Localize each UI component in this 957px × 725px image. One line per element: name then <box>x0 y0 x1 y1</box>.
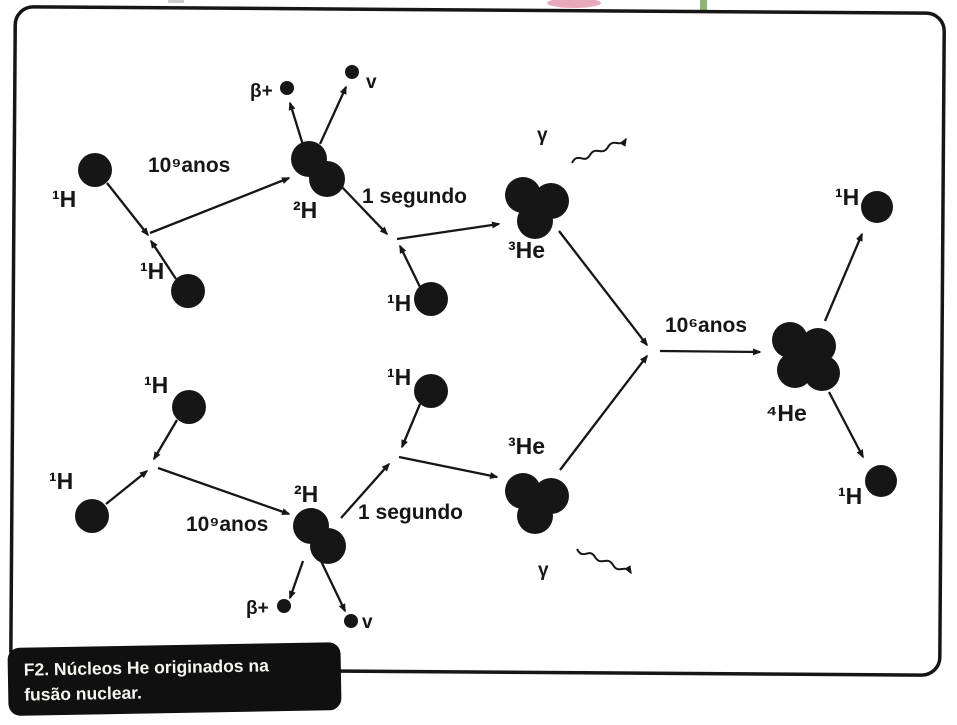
emission-arrow <box>823 232 864 322</box>
fusion-arrow <box>153 419 178 461</box>
chain-top: ¹H ¹H 10⁹anos ²H β+ v 1 segundo ¹H ³He γ <box>52 65 648 347</box>
label-h2: ²H <box>293 197 317 223</box>
proton-particle <box>865 465 897 497</box>
fusion-arrow <box>157 466 291 516</box>
scan-artifact-pink <box>547 0 601 8</box>
proton-particle <box>414 282 448 316</box>
label-he3: ³He <box>508 237 545 263</box>
proton-particle <box>861 191 893 223</box>
fusion-arrow <box>398 455 499 480</box>
label-h1: ¹H <box>144 372 168 398</box>
nucleon-circle <box>517 203 553 239</box>
fusion-arrow <box>400 403 422 449</box>
label-gamma: γ <box>537 125 548 146</box>
gamma-wavy-arrow <box>576 548 632 575</box>
figure-caption: F2. Núcleos He originados na fusão nucle… <box>7 642 342 716</box>
final-fusion: 10⁶anos ⁴He ¹H ¹H <box>659 184 897 509</box>
label-h1: ¹H <box>387 290 411 316</box>
fusion-arrow <box>398 244 422 288</box>
label-nu: v <box>362 612 373 633</box>
caption-box <box>7 642 342 716</box>
nucleon-circle <box>517 498 553 534</box>
nucleon-circle <box>777 352 813 388</box>
label-he4: ⁴He <box>766 400 807 426</box>
label-h1: ¹H <box>838 483 862 509</box>
emission-arrow <box>288 101 305 146</box>
label-he3: ³He <box>508 433 545 459</box>
proton-particle <box>78 153 112 187</box>
emission-arrow <box>827 391 865 459</box>
label-beta: β+ <box>250 81 273 102</box>
neutrino-particle <box>345 65 359 79</box>
fusion-arrow <box>340 462 390 519</box>
label-h1: ¹H <box>835 184 859 210</box>
emission-arrow <box>318 85 348 145</box>
fusion-arrow <box>106 182 149 237</box>
proton-particle <box>171 274 205 308</box>
fusion-arrow <box>149 176 291 235</box>
label-h1: ¹H <box>52 186 76 212</box>
fusion-arrow <box>559 354 648 471</box>
proton-particle <box>414 374 448 408</box>
label-time: 10⁹anos <box>186 513 268 536</box>
label-time: 10⁶anos <box>665 314 747 337</box>
positron-particle <box>277 599 291 613</box>
gamma-wavy-arrow <box>571 137 627 164</box>
emission-arrow <box>288 560 305 600</box>
fusion-arrow <box>105 470 149 505</box>
nucleon-circle <box>309 161 345 197</box>
proton-particle <box>75 499 109 533</box>
neutrino-particle <box>344 614 358 628</box>
nucleon-circle <box>310 528 346 564</box>
caption-line1: F2. Núcleos He originados na <box>24 655 270 679</box>
scan-artifact-green <box>700 0 707 10</box>
fusion-arrow <box>340 185 389 236</box>
scan-artifact-gray <box>168 0 184 3</box>
positron-particle <box>280 81 294 95</box>
nucleon-circle <box>772 322 808 358</box>
fusion-arrow <box>150 239 177 280</box>
label-beta: β+ <box>246 598 269 619</box>
figure-border <box>9 5 946 677</box>
nucleon-circle <box>800 328 836 364</box>
label-time: 10⁹anos <box>148 154 230 177</box>
label-time: 1 segundo <box>362 185 467 208</box>
label-gamma: γ <box>538 560 549 581</box>
caption-line2: fusão nuclear. <box>24 683 142 705</box>
label-h2: ²H <box>294 481 318 507</box>
emission-arrow <box>319 560 347 613</box>
label-h1: ¹H <box>140 258 164 284</box>
nucleon-circle <box>804 355 840 391</box>
fusion-arrow <box>659 348 762 356</box>
label-time: 1 segundo <box>358 501 463 524</box>
proton-particle <box>172 390 206 424</box>
label-h1: ¹H <box>387 364 411 390</box>
label-nu: v <box>366 72 377 93</box>
fusion-arrow <box>396 221 501 241</box>
label-h1: ¹H <box>49 468 73 494</box>
fusion-arrow <box>558 230 648 347</box>
chain-bottom: ¹H ¹H 10⁹anos ²H β+ v 1 segundo ¹H ³He γ <box>49 354 648 633</box>
